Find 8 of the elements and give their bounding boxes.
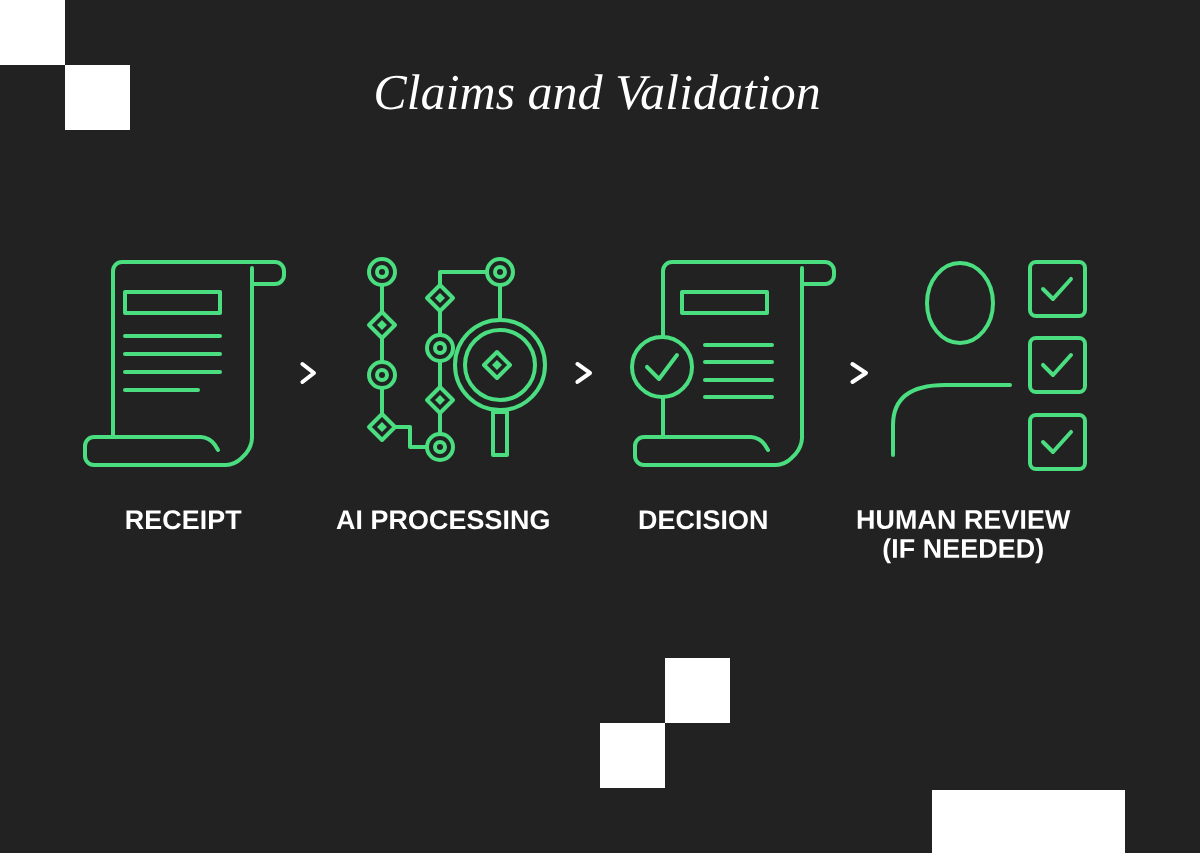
step-label: AI PROCESSING (336, 510, 549, 530)
chevron-arrow (300, 362, 316, 384)
step-label: HUMAN REVIEW (IF NEEDED) (857, 510, 1071, 564)
chevron-arrow (850, 362, 868, 384)
chevron-arrow (575, 362, 592, 384)
title: Claims and Validation (376, 74, 819, 110)
step-label: DECISION (639, 510, 767, 530)
step-label: RECEIPT (126, 510, 242, 530)
